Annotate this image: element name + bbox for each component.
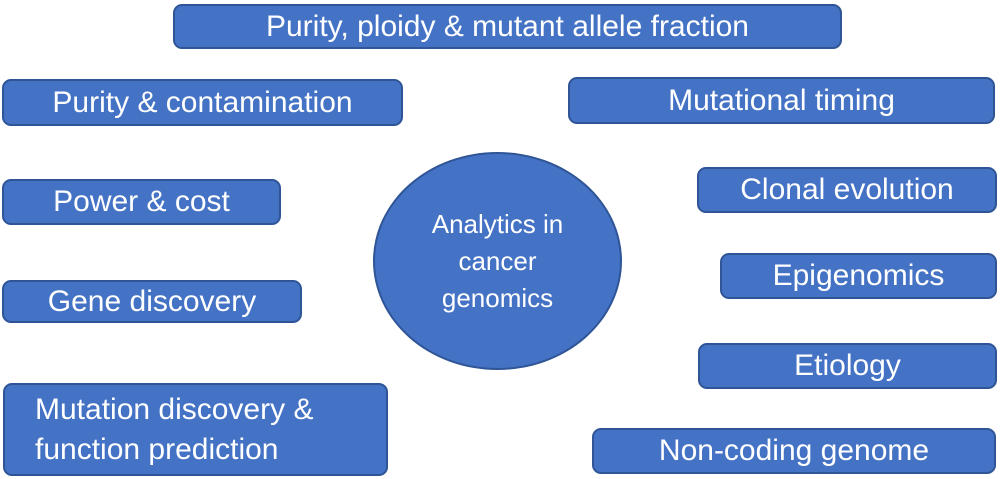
node-label: Purity, ploidy & mutant allele fraction <box>265 9 749 43</box>
node-label: Clonal evolution <box>740 173 954 207</box>
node-power-cost: Power & cost <box>2 179 281 225</box>
node-purity-contamination: Purity & contamination <box>2 79 403 126</box>
node-mutational-timing: Mutational timing <box>568 77 995 124</box>
node-label: Purity & contamination <box>52 85 353 119</box>
node-label: Non-coding genome <box>658 434 930 468</box>
node-purity-ploidy-mutant-allele-fraction: Purity, ploidy & mutant allele fraction <box>173 4 842 49</box>
node-label: Epigenomics <box>772 259 945 293</box>
node-clonal-evolution: Clonal evolution <box>697 167 997 213</box>
node-label: Etiology <box>794 349 901 383</box>
node-label: Gene discovery <box>47 284 257 318</box>
center-node-analytics-in-cancer-genomics: Analytics in cancer genomics <box>373 152 622 370</box>
node-label: Mutation discovery & function prediction <box>35 392 314 466</box>
node-epigenomics: Epigenomics <box>720 253 997 299</box>
node-label: Mutational timing <box>668 83 895 117</box>
node-etiology: Etiology <box>698 343 997 389</box>
node-label: Power & cost <box>53 185 230 219</box>
node-gene-discovery: Gene discovery <box>2 280 302 323</box>
node-non-coding-genome: Non-coding genome <box>592 428 996 474</box>
center-node-label: Analytics in cancer genomics <box>431 208 564 313</box>
node-mutation-discovery-function-prediction: Mutation discovery & function prediction <box>3 383 388 476</box>
